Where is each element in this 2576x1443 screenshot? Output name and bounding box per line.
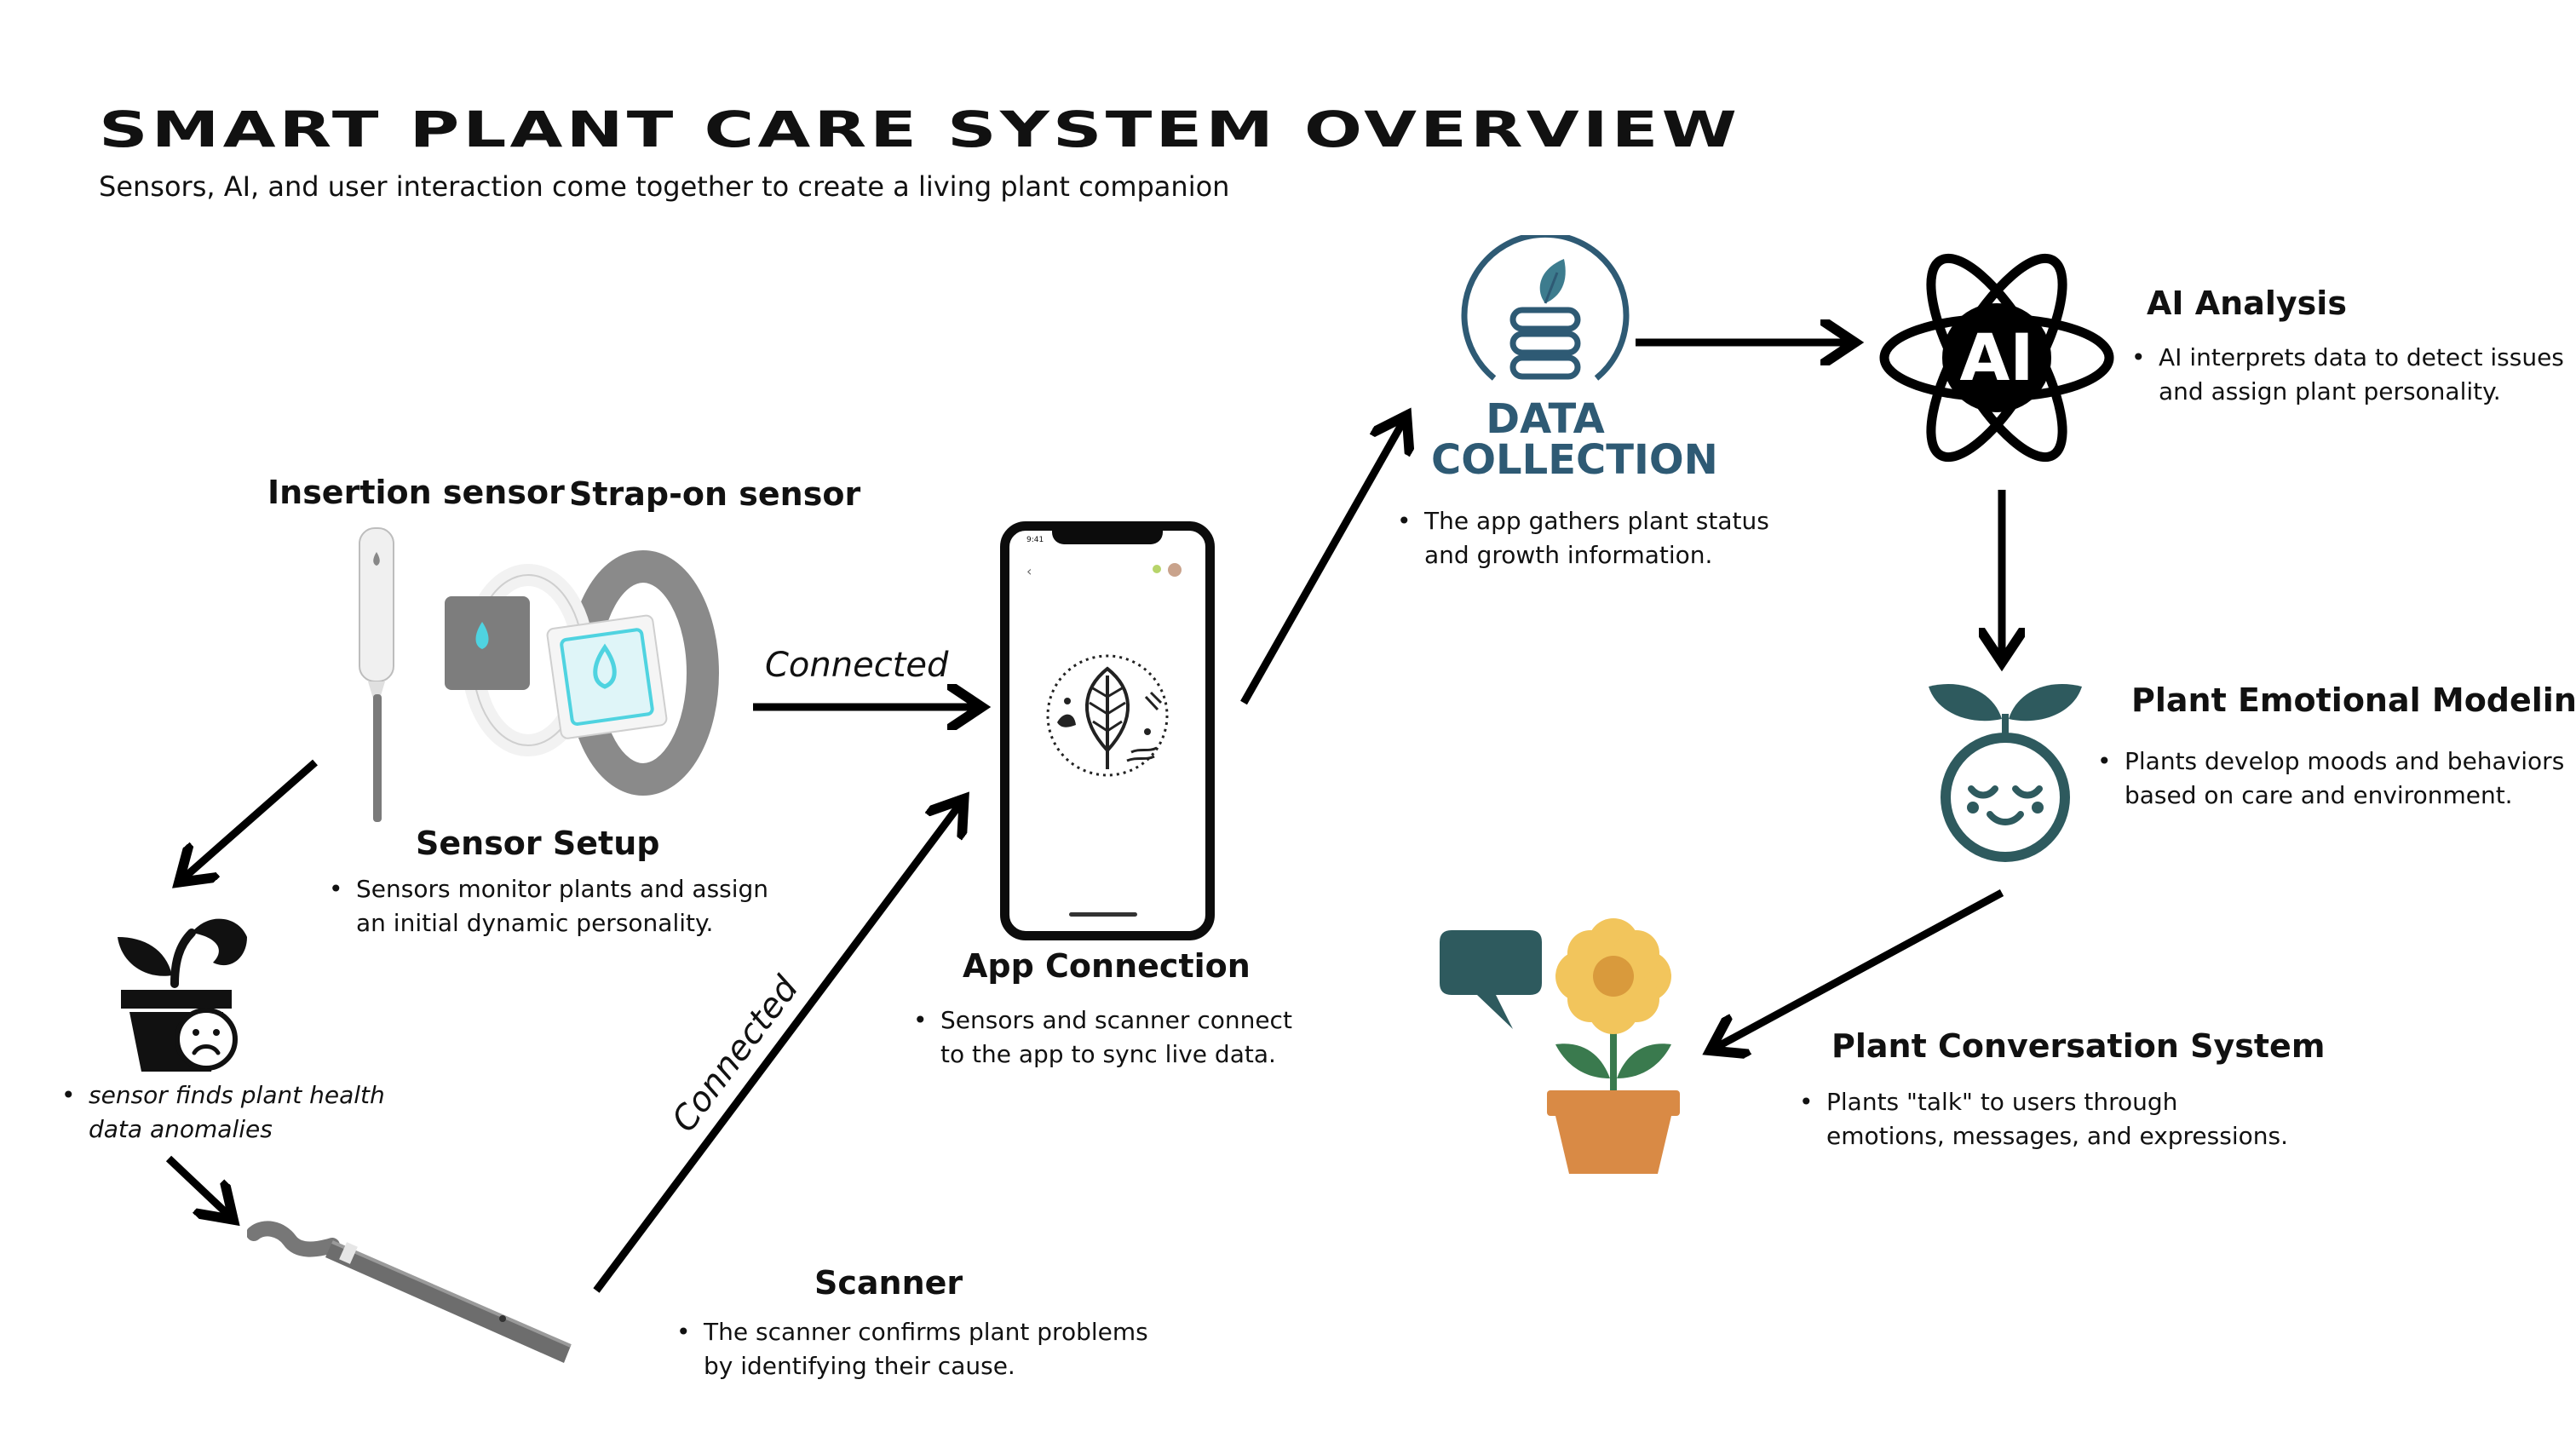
- strap-on-sensor-icon: [445, 550, 719, 796]
- app-line-2: to the app to sync live data.: [940, 1040, 1276, 1068]
- ai-atom-icon: AI: [1879, 253, 2114, 463]
- sensor-setup-title: Sensor Setup: [416, 825, 660, 862]
- arrow-emotion-to-conversation: [1712, 889, 2004, 1049]
- conversation-title: Plant Conversation System: [1831, 1027, 2326, 1065]
- sad-plant-icon: [118, 918, 247, 1072]
- phone-notch: [1052, 531, 1163, 544]
- page-title: SMART PLANT CARE SYSTEM OVERVIEW: [99, 101, 1741, 158]
- anomaly-line-2: data anomalies: [89, 1115, 273, 1143]
- insertion-sensor-label: Insertion sensor: [267, 474, 565, 511]
- conversation-line-1: Plants "talk" to users through: [1799, 1085, 2177, 1119]
- scanner-title: Scanner: [814, 1264, 963, 1302]
- data-collection-label-2: COLLECTION: [1431, 436, 1718, 484]
- scanner-line-2: by identifying their cause.: [704, 1352, 1015, 1380]
- insertion-sensor-icon: [359, 527, 394, 822]
- connected-label-top: Connected: [765, 646, 949, 685]
- page-subtitle: Sensors, AI, and user interaction come t…: [99, 170, 1230, 203]
- phone-home-indicator: [1069, 912, 1137, 917]
- emotional-sprout-icon: [1929, 684, 2082, 862]
- emotional-modeling-title: Plant Emotional Modeling: [2131, 681, 2576, 719]
- app-connection-title: App Connection: [963, 947, 1251, 985]
- phone-status-dot-icon: [1153, 565, 1161, 573]
- scanner-device-icon: [247, 1221, 572, 1363]
- talking-flower-icon: [1440, 918, 1680, 1174]
- ai-icon-text: AI: [1959, 319, 2033, 395]
- scanner-line-1: The scanner confirms plant problems: [676, 1315, 1148, 1349]
- phone-mockup: 9:41 ‹: [1000, 521, 1215, 940]
- arrow-anomaly-to-scanner: [165, 1155, 232, 1218]
- emotion-line-1: Plants develop moods and behaviors: [2097, 744, 2564, 779]
- phone-avatar[interactable]: [1168, 563, 1182, 577]
- strap-sensor-label: Strap-on sensor: [569, 475, 861, 513]
- data-collection-icon: [1461, 235, 1630, 381]
- phone-time: 9:41: [1026, 536, 1044, 544]
- conversation-line-2: emotions, messages, and expressions.: [1826, 1122, 2288, 1150]
- emotion-line-2: based on care and environment.: [2125, 781, 2513, 809]
- app-leaf-logo-icon: [1046, 654, 1169, 777]
- ai-analysis-title: AI Analysis: [2147, 285, 2347, 322]
- data-collection-label-1: DATA: [1486, 395, 1605, 443]
- ai-line-2: and assign plant personality.: [2159, 377, 2501, 405]
- sensor-setup-line-1: Sensors monitor plants and assign: [329, 872, 768, 906]
- sensor-setup-line-2: an initial dynamic personality.: [356, 909, 714, 937]
- ai-line-1: AI interprets data to detect issues: [2131, 341, 2564, 375]
- data-collection-line-1: The app gathers plant status: [1397, 504, 1769, 538]
- app-line-1: Sensors and scanner connect: [913, 1003, 1292, 1038]
- anomaly-line-1: sensor finds plant health: [61, 1078, 385, 1112]
- arrow-sensor-to-anomaly: [181, 759, 318, 881]
- arrow-app-to-data: [1240, 417, 1406, 705]
- arrow-scanner-to-app: [593, 801, 963, 1293]
- data-collection-line-2: and growth information.: [1424, 541, 1713, 569]
- phone-back-icon[interactable]: ‹: [1026, 563, 1032, 579]
